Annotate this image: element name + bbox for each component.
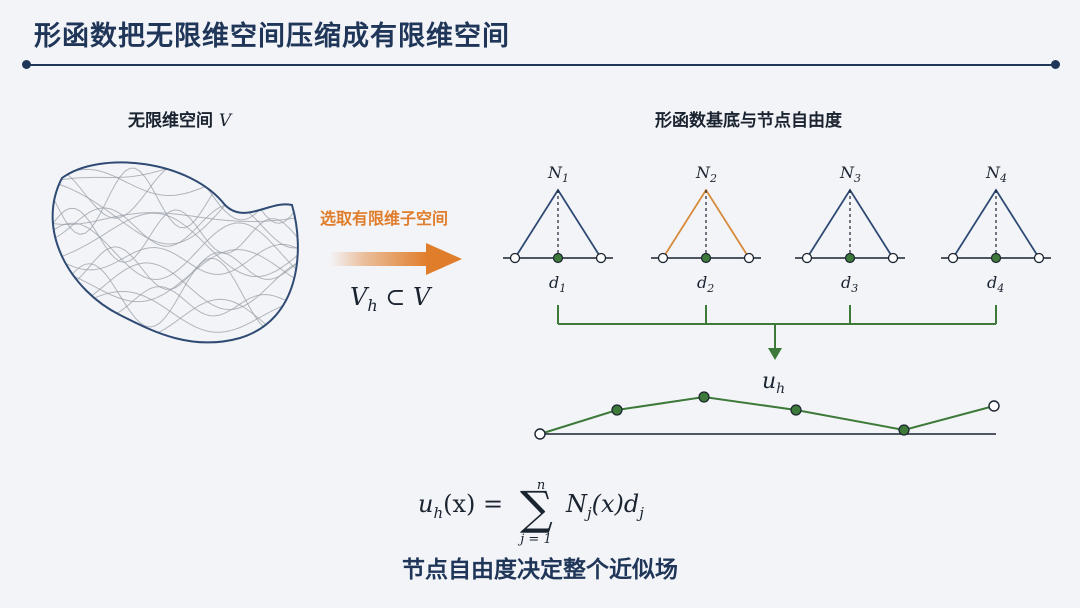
formula-lhs-arg: (x) = — [443, 490, 504, 518]
subspace-h: h — [367, 295, 378, 315]
rule-dot-left — [22, 60, 31, 69]
subspace-v: V — [350, 283, 368, 311]
field-node-3 — [790, 404, 802, 416]
shape-function-label: N1 — [547, 163, 569, 185]
node-open — [743, 252, 755, 264]
hat-function — [514, 188, 602, 259]
bottom-caption: 节点自由度决定整个近似场 — [402, 557, 678, 583]
shape-function-2: N2 d2 — [651, 163, 761, 295]
subspace-rest: ⊂ V — [377, 283, 431, 311]
dof-label: d1 — [549, 273, 566, 295]
field-label-name: u — [762, 369, 776, 394]
function-curve — [52, 258, 298, 311]
approx-field-line — [539, 395, 995, 435]
subspace-formula: Vh ⊂ V — [350, 283, 430, 315]
node-open — [887, 252, 899, 264]
node-dof — [990, 252, 1002, 264]
right-section-label: 形函数基底与节点自由度 — [655, 111, 842, 131]
node-dof — [552, 252, 564, 264]
formula-lhs: uh(x) = — [418, 490, 503, 522]
function-curves — [52, 162, 298, 343]
node-open — [1033, 252, 1045, 264]
node-open — [657, 252, 669, 264]
hat-function — [806, 188, 894, 259]
function-curve — [52, 298, 298, 343]
field-node-4 — [898, 424, 910, 436]
rule-dot-right — [1051, 60, 1060, 69]
arrow-head — [426, 243, 462, 275]
formula-n-sub: j — [587, 503, 592, 522]
function-curve — [52, 222, 298, 281]
hat-function — [952, 188, 1040, 259]
infinite-space-blob — [51, 161, 299, 344]
dof-label: d2 — [697, 273, 714, 295]
function-curve — [52, 167, 298, 235]
sum-symbol: ∑ — [520, 481, 553, 535]
arrow-label: 选取有限维子空间 — [320, 209, 449, 228]
function-curve — [52, 285, 298, 318]
sum-lower: j = 1 — [520, 532, 552, 547]
field-label: uh — [762, 369, 785, 397]
function-curve — [52, 246, 298, 290]
field-label-sub: h — [776, 381, 785, 397]
shape-function-4: N4 d4 — [941, 163, 1051, 295]
dof-label: d4 — [987, 273, 1004, 295]
function-curve — [52, 212, 298, 278]
left-label-symbol: V — [218, 111, 232, 131]
function-curve — [52, 243, 298, 275]
left-section-label: 无限维空间 V — [128, 106, 231, 131]
shape-function-3: N3 d3 — [795, 163, 905, 295]
field-node-1 — [611, 404, 623, 416]
node-open — [509, 252, 521, 264]
formula-d-sub: j — [639, 503, 644, 522]
shape-function-label: N2 — [695, 163, 717, 185]
summation-bracket — [557, 305, 997, 350]
field-node-open-right — [988, 400, 1000, 412]
hat-function — [662, 188, 750, 259]
node-open — [947, 252, 959, 264]
node-dof — [844, 252, 856, 264]
shape-function-label: N4 — [985, 163, 1007, 185]
node-open — [801, 252, 813, 264]
sum-upper: n — [536, 478, 546, 493]
formula-n: N — [566, 490, 587, 518]
field-node-open-left — [534, 428, 546, 440]
function-curve — [52, 207, 298, 263]
node-dof — [700, 252, 712, 264]
function-curve — [52, 249, 298, 303]
shape-function-group: N1 d1 N2 d2 N3 d3 N4 d4 — [503, 163, 1051, 295]
bracket-arrow-head — [768, 348, 782, 360]
node-open — [595, 252, 607, 264]
formula-u: u — [418, 490, 434, 518]
field-node-2 — [698, 391, 710, 403]
formula-rhs-mid: (x)d — [591, 490, 640, 518]
title-rule — [26, 64, 1056, 66]
function-curve — [52, 203, 298, 249]
shape-function-label: N3 — [839, 163, 861, 185]
arrow-body — [330, 252, 428, 266]
function-curve — [52, 168, 298, 197]
left-label-text: 无限维空间 — [128, 111, 213, 131]
dof-label: d3 — [841, 273, 858, 295]
page-title: 形函数把无限维空间压缩成有限维空间 — [34, 21, 510, 52]
shape-function-1: N1 d1 — [503, 163, 613, 295]
formula-rhs: Nj(x)dj — [566, 490, 644, 522]
formula-u-sub: h — [433, 503, 444, 522]
function-curve — [52, 162, 298, 192]
